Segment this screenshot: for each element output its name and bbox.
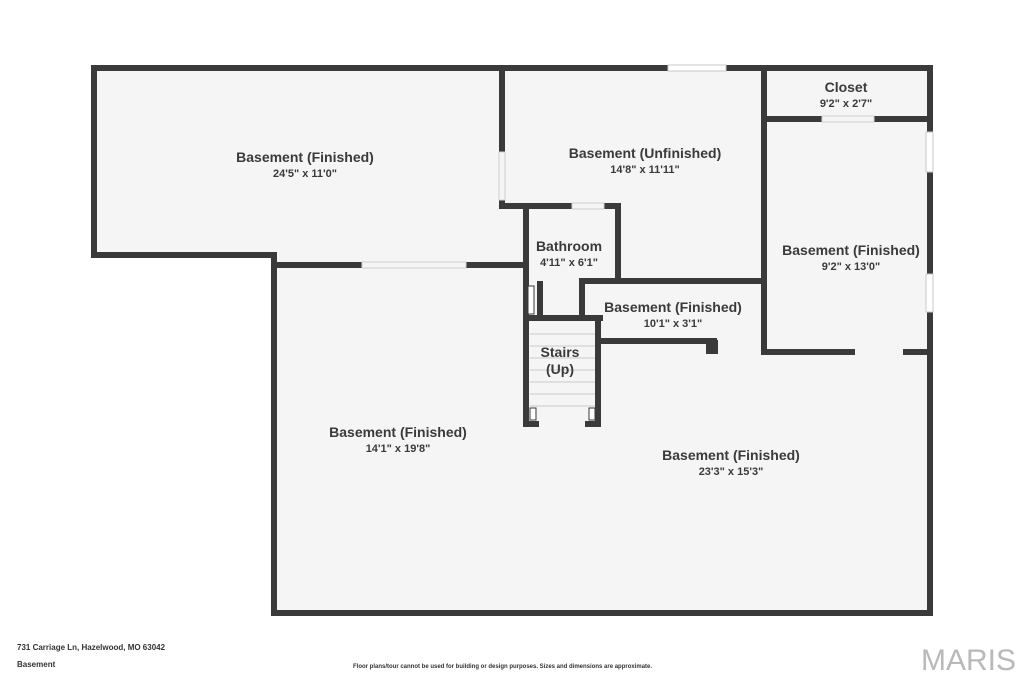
room-dims-basement-left: 14'1" x 19'8" bbox=[366, 443, 431, 455]
room-label-basement-small: Basement (Finished) bbox=[604, 299, 742, 315]
room-label-basement-unfinished: Basement (Unfinished) bbox=[569, 145, 721, 161]
stair-treads bbox=[530, 333, 595, 407]
room-label-closet: Closet bbox=[825, 79, 868, 95]
windows bbox=[667, 64, 934, 313]
floor-plan: Basement (Finished) 24'5" x 11'0" Baseme… bbox=[91, 64, 934, 616]
room-dims-basement-top-left: 24'5" x 11'0" bbox=[273, 168, 337, 180]
room-dims-basement-unfinished: 14'8" x 11'11" bbox=[610, 164, 680, 176]
maris-logo: MARIS bbox=[920, 644, 1016, 677]
hatched-posts bbox=[527, 285, 596, 421]
room-dims-closet: 9'2" x 2'7" bbox=[820, 98, 872, 110]
wall-post bbox=[706, 340, 718, 354]
room-label-bathroom: Bathroom bbox=[536, 238, 602, 254]
address-label: 731 Carriage Ln, Hazelwood, MO 63042 bbox=[17, 643, 166, 652]
floor-area bbox=[94, 68, 930, 613]
room-dims-bathroom: 4'11" x 6'1" bbox=[540, 257, 598, 269]
room-dims-basement-bottom-right: 23'3" x 15'3" bbox=[699, 466, 764, 478]
room-label-basement-right: Basement (Finished) bbox=[782, 242, 920, 258]
doorways bbox=[361, 115, 875, 269]
room-label-basement-bottom-right: Basement (Finished) bbox=[662, 447, 800, 463]
level-label: Basement bbox=[17, 660, 56, 669]
disclaimer-text: Floor plans/tour cannot be used for buil… bbox=[353, 664, 653, 670]
room-dims-basement-right: 9'2" x 13'0" bbox=[822, 261, 880, 273]
room-label-stairs: Stairs bbox=[541, 344, 580, 360]
room-label-basement-left: Basement (Finished) bbox=[329, 424, 467, 440]
room-label-stairs-up: (Up) bbox=[546, 361, 574, 377]
room-dims-basement-small: 10'1" x 3'1" bbox=[644, 318, 702, 330]
walls bbox=[91, 65, 933, 616]
room-label-basement-top-left: Basement (Finished) bbox=[236, 149, 374, 165]
